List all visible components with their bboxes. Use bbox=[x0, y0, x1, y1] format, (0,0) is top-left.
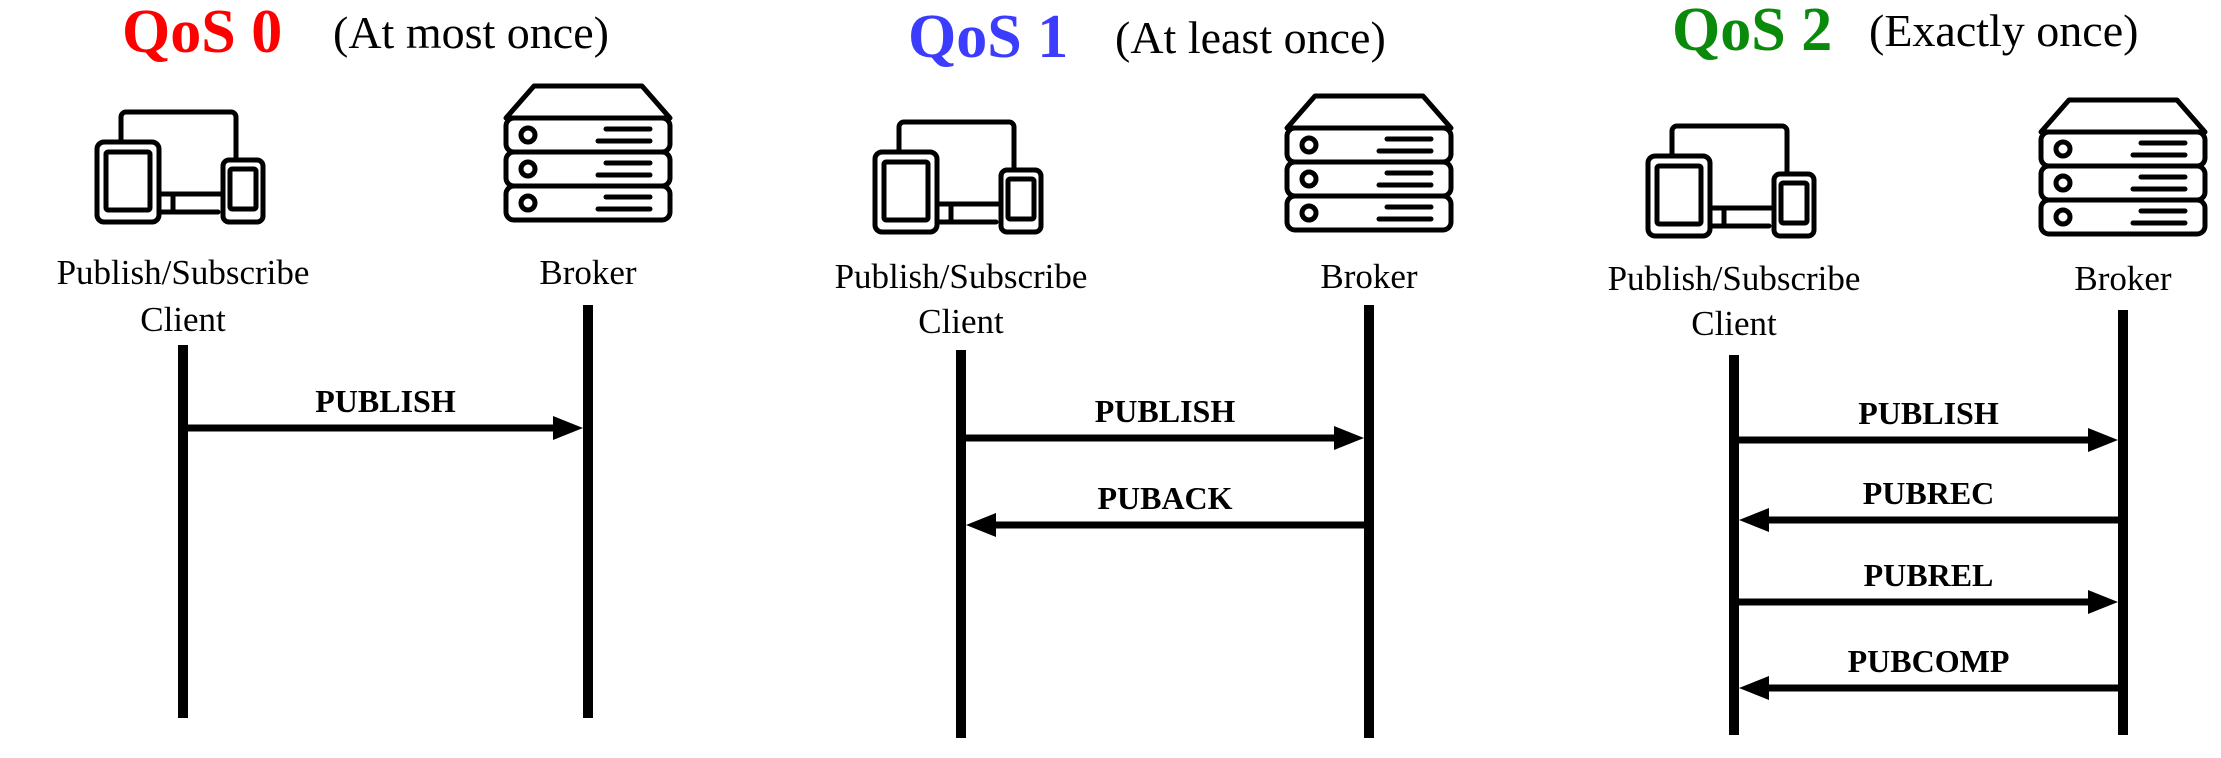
qos-level-label: QoS 2 bbox=[1672, 0, 1832, 64]
message-arrow: PUBCOMP bbox=[1739, 643, 2118, 700]
client-label-line2: Client bbox=[918, 302, 1004, 341]
server-icon bbox=[2038, 97, 2208, 237]
qos-level-label: QoS 1 bbox=[908, 3, 1068, 71]
qos-delivery-subtitle: (At least once) bbox=[1115, 12, 1386, 63]
arrowhead-right-icon bbox=[1334, 426, 1364, 450]
message-label: PUBREC bbox=[1863, 475, 1995, 511]
server-icon bbox=[1284, 93, 1454, 233]
client-label-line2: Client bbox=[140, 300, 226, 339]
arrowhead-left-icon bbox=[1739, 676, 1769, 700]
client-label: Publish/Subscribe bbox=[1608, 259, 1861, 298]
qos-level-label: QoS 0 bbox=[122, 0, 282, 66]
broker-label: Broker bbox=[539, 253, 637, 292]
devices-icon bbox=[94, 109, 266, 225]
qos-delivery-subtitle: (Exactly once) bbox=[1869, 5, 2138, 56]
arrowhead-left-icon bbox=[1739, 508, 1769, 532]
message-arrow: PUBLISH bbox=[966, 393, 1364, 450]
message-arrow: PUBLISH bbox=[1739, 395, 2118, 452]
qos-panel-2: QoS 2 (Exactly once) Publish/SubscribeClie… bbox=[1608, 0, 2172, 735]
server-icon bbox=[503, 83, 673, 223]
arrowhead-left-icon bbox=[966, 513, 996, 537]
qos-delivery-subtitle: (At most once) bbox=[333, 7, 609, 58]
message-arrow: PUBLISH bbox=[188, 383, 583, 440]
message-label: PUBLISH bbox=[1095, 393, 1236, 429]
broker-label: Broker bbox=[2074, 259, 2172, 298]
message-arrow: PUBACK bbox=[966, 480, 1364, 537]
broker-label: Broker bbox=[1320, 257, 1418, 296]
devices-icon bbox=[1645, 123, 1817, 239]
message-label: PUBLISH bbox=[315, 383, 456, 419]
arrowhead-right-icon bbox=[553, 416, 583, 440]
client-label: Publish/Subscribe bbox=[835, 257, 1088, 296]
message-label: PUBACK bbox=[1097, 480, 1232, 516]
qos-panel-1: QoS 1 (At least once) Publish/SubscribeCli… bbox=[835, 3, 1418, 738]
message-arrow: PUBREC bbox=[1739, 475, 2118, 532]
message-label: PUBCOMP bbox=[1848, 643, 2010, 679]
qos-panel-0: QoS 0 (At most once) Publish/SubscribeClie… bbox=[57, 0, 637, 718]
client-label-line2: Client bbox=[1691, 304, 1777, 343]
message-label: PUBLISH bbox=[1858, 395, 1999, 431]
devices-icon bbox=[872, 119, 1044, 235]
arrowhead-right-icon bbox=[2088, 428, 2118, 452]
message-arrow: PUBREL bbox=[1739, 557, 2118, 614]
arrowhead-right-icon bbox=[2088, 590, 2118, 614]
message-label: PUBREL bbox=[1864, 557, 1994, 593]
client-label: Publish/Subscribe bbox=[57, 253, 310, 292]
